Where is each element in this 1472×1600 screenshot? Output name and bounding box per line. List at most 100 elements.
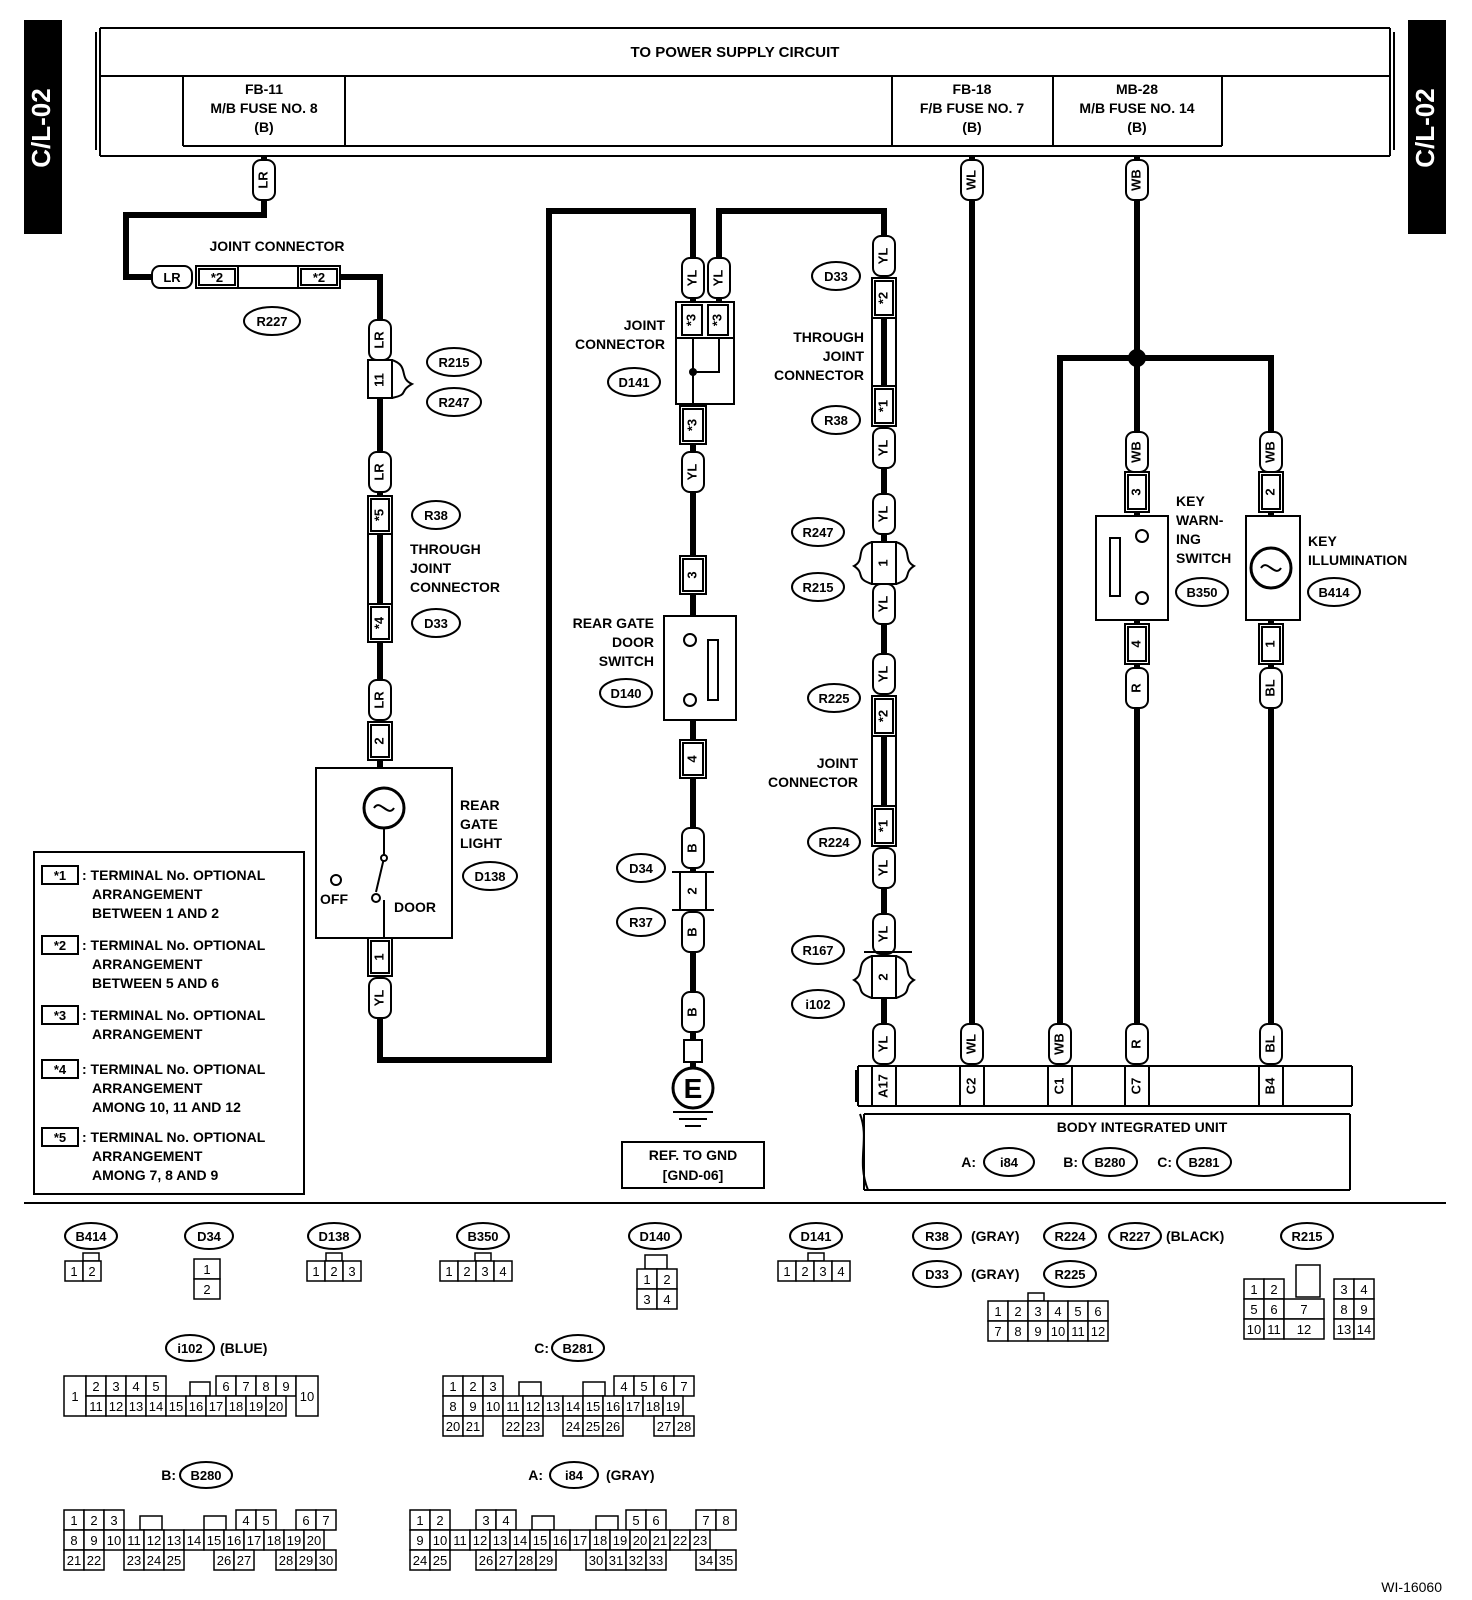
- svg-text:i84: i84: [1000, 1155, 1019, 1170]
- pin-number: 16: [553, 1533, 567, 1548]
- pin-number: 12: [1091, 1324, 1105, 1339]
- pin-number: 4: [1054, 1304, 1061, 1319]
- pin-cell: [82, 1260, 102, 1282]
- svg-text:R37: R37: [629, 915, 653, 930]
- pin-number: 5: [1074, 1304, 1081, 1319]
- wire-tag-yl-c4: YL: [872, 583, 896, 625]
- wire-tag-lr-3: LR: [368, 679, 392, 721]
- pin-number: 3: [643, 1292, 650, 1307]
- pin-number: 8: [70, 1533, 77, 1548]
- svg-text:YL: YL: [875, 926, 890, 943]
- pin-number: 11: [89, 1399, 103, 1414]
- svg-text:*2: *2: [875, 292, 890, 304]
- wire-tag-wb-illum: WB: [1259, 431, 1283, 473]
- svg-text:i84: i84: [565, 1468, 584, 1483]
- wire-tags: LR LR LR LR LR YL YL YL YL B B B YL YL Y…: [151, 159, 1283, 1065]
- svg-text:JOINT: JOINT: [410, 560, 452, 576]
- pin-number: 14: [1357, 1322, 1371, 1337]
- pin-number: 27: [237, 1553, 251, 1568]
- wire-tag-wb-bottom: WB: [1048, 1023, 1072, 1065]
- pin-number: 10: [486, 1399, 500, 1414]
- pin-number: 19: [666, 1399, 680, 1414]
- pin-number: 22: [673, 1533, 687, 1548]
- pin-number: 1: [994, 1304, 1001, 1319]
- svg-text:*1: *1: [54, 868, 66, 883]
- pin-number: 28: [279, 1553, 293, 1568]
- svg-text:3: 3: [684, 571, 699, 578]
- svg-text:*4: *4: [54, 1062, 67, 1077]
- joint-connector-r225-r224: *2 *1 R225 JOINT CONNECTOR R224: [768, 683, 897, 857]
- svg-text:R167: R167: [802, 943, 833, 958]
- legend-item-1: *1 : TERMINAL No. OPTIONAL ARRANGEMENT B…: [41, 865, 266, 921]
- pin-number: 19: [287, 1533, 301, 1548]
- svg-text:*1: *1: [875, 820, 890, 832]
- pin-number: 11: [1267, 1322, 1281, 1337]
- pin-number: 30: [319, 1553, 333, 1568]
- pin-number: 8: [262, 1379, 269, 1394]
- pin-number: 4: [132, 1379, 139, 1394]
- pin-number: 8: [1340, 1302, 1347, 1317]
- pin-c7: C7: [1128, 1078, 1143, 1095]
- fuse-fb11-line3: (B): [254, 119, 273, 135]
- svg-text:D33: D33: [824, 269, 848, 284]
- pin-number: 35: [719, 1553, 733, 1568]
- latch: [582, 1381, 606, 1397]
- svg-text:DOOR: DOOR: [612, 634, 654, 650]
- svg-text:YL: YL: [875, 248, 890, 265]
- svg-text:ARRANGEMENT: ARRANGEMENT: [92, 886, 203, 902]
- face-label-d33: D33: [925, 1267, 949, 1282]
- pin-number: 3: [489, 1379, 496, 1394]
- svg-text:R215: R215: [802, 580, 833, 595]
- pin-number: 1: [312, 1264, 319, 1279]
- wire-tag-yl-c5: YL: [872, 653, 896, 695]
- wire-tag-yl-d141c: YL: [681, 451, 705, 493]
- svg-text:D34: D34: [629, 861, 654, 876]
- pin-number: 7: [702, 1513, 709, 1528]
- svg-text:THROUGH: THROUGH: [410, 541, 481, 557]
- pin-number: 12: [1297, 1322, 1311, 1337]
- wire-tag-yl-c2: YL: [872, 427, 896, 469]
- pin-number: 13: [167, 1533, 181, 1548]
- svg-text:LR: LR: [371, 463, 386, 481]
- pin-number: 3: [112, 1379, 119, 1394]
- svg-text:SWITCH: SWITCH: [1176, 550, 1231, 566]
- svg-text:JOINT: JOINT: [823, 348, 865, 364]
- pin-number: 1: [70, 1513, 77, 1528]
- svg-text:WB: WB: [1128, 441, 1143, 463]
- svg-text:*5: *5: [371, 509, 386, 521]
- svg-text:*3: *3: [683, 314, 698, 326]
- svg-text:JOINT: JOINT: [624, 317, 666, 333]
- pin-number: 17: [573, 1533, 587, 1548]
- wire-tag-wl-bottom: WL: [960, 1023, 984, 1065]
- svg-text:R: R: [1128, 683, 1143, 693]
- pin-number: 11: [506, 1399, 520, 1414]
- fuse-fb11-line2: M/B FUSE NO. 8: [210, 100, 318, 116]
- pin-number: 15: [533, 1533, 547, 1548]
- fuse-fb11-line1: FB-11: [245, 81, 283, 97]
- pin-b4: B4: [1262, 1077, 1277, 1094]
- svg-text:*3: *3: [54, 1008, 66, 1023]
- pin-number: 14: [566, 1399, 580, 1414]
- svg-text:*2: *2: [54, 938, 66, 953]
- svg-text:(GRAY): (GRAY): [606, 1467, 655, 1483]
- svg-text:i102: i102: [177, 1341, 202, 1356]
- svg-text:BL: BL: [1262, 1035, 1277, 1052]
- pin-number: 23: [127, 1553, 141, 1568]
- pin-number: 1: [643, 1272, 650, 1287]
- wire-tag-yl-d141a: YL: [681, 257, 705, 299]
- svg-text:WL: WL: [963, 1034, 978, 1054]
- pin-number: 24: [413, 1553, 427, 1568]
- figure-id: WI-16060: [1381, 1579, 1442, 1595]
- svg-text:JOINT: JOINT: [817, 755, 859, 771]
- side-tab-right-label: C/L-02: [1410, 88, 1440, 167]
- wire-tag-yl-c3: YL: [872, 493, 896, 535]
- face-label-d138: D138: [318, 1229, 349, 1244]
- fuse-mb28-line1: MB-28: [1116, 81, 1158, 97]
- legend-item-4: *4 : TERMINAL No. OPTIONAL ARRANGEMENT A…: [41, 1059, 266, 1115]
- pin-number: 10: [1247, 1322, 1261, 1337]
- connector-r167-i102: 2 R167 i102: [791, 935, 916, 1019]
- wire-tag-yl-c7: YL: [872, 913, 896, 955]
- pin-number: 9: [1360, 1302, 1367, 1317]
- pin-cell: [193, 1278, 221, 1300]
- svg-text:LR: LR: [163, 270, 181, 285]
